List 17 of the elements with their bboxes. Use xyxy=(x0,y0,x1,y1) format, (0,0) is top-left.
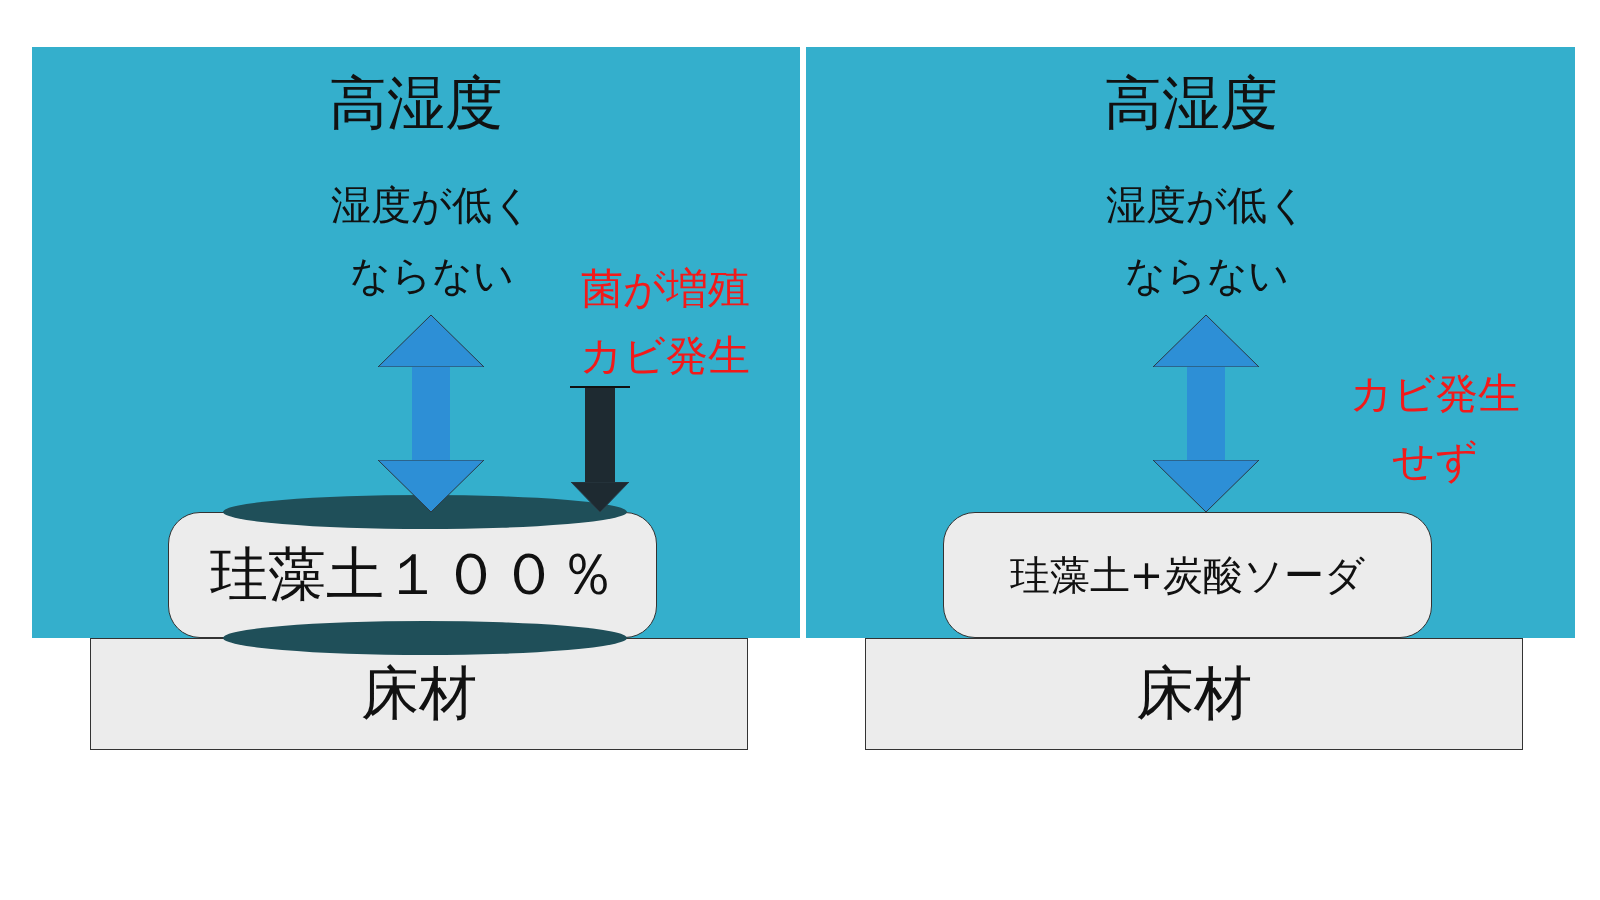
floor-label: 床材 xyxy=(361,658,477,729)
floor-slab xyxy=(90,638,748,750)
panel-heading: 高湿度 xyxy=(328,68,504,139)
material-label: 珪藻土+炭酸ソーダ xyxy=(1009,550,1366,600)
panel xyxy=(32,47,800,638)
warning-text: せず xyxy=(1391,435,1479,488)
floor-slab xyxy=(865,638,1523,750)
panel-heading: 高湿度 xyxy=(1102,68,1279,139)
material-label: 珪藻土１００％ xyxy=(209,539,616,610)
panel xyxy=(806,47,1575,638)
text-label: 湿度が低くならない xyxy=(300,170,564,310)
warning-text: カビ発生 xyxy=(1349,368,1521,420)
floor-label: 床材 xyxy=(1136,658,1252,729)
warning-text: 菌が増殖 xyxy=(579,263,751,315)
material-tile xyxy=(943,512,1432,638)
warning-text: カビ発生 xyxy=(579,330,751,383)
text-label: 湿度が低くならない xyxy=(1075,170,1339,310)
